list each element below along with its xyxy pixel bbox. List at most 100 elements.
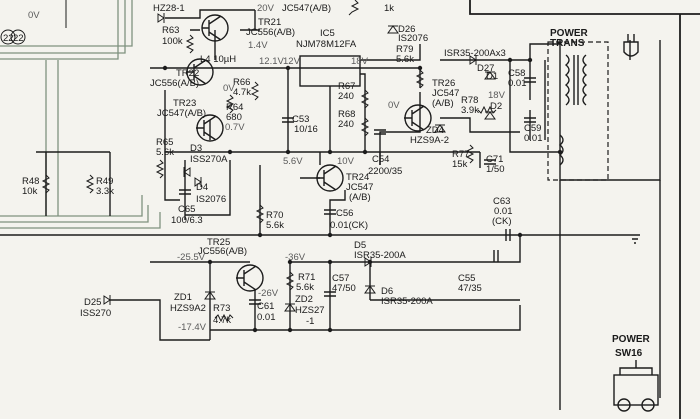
- r77-ref: R77: [452, 149, 469, 160]
- r65-ref: R65: [156, 137, 173, 148]
- d5-part: ISR35-200A: [354, 250, 406, 261]
- c53-ref: C53: [292, 114, 309, 125]
- r73-ref: R73: [213, 303, 230, 314]
- c61-ref: C61: [257, 301, 274, 312]
- voltage-top-0v: 0V: [28, 10, 40, 21]
- zd2-suffix: -1: [306, 316, 314, 327]
- tr22-ref: TR22: [176, 68, 199, 79]
- r49-val: 3.3k: [96, 186, 114, 197]
- voltage-minus-36v: -36V: [285, 252, 306, 263]
- r68-val: 240: [338, 119, 354, 130]
- d5-ref: D5: [354, 240, 366, 251]
- tr26-ref: TR26: [432, 78, 455, 89]
- c63-type: (CK): [492, 216, 512, 227]
- hz28-label: HZ28-1: [153, 3, 185, 14]
- d26-ref: D26: [398, 24, 415, 35]
- tr24-part-1: JC547: [346, 182, 373, 193]
- r67-val: 240: [338, 91, 354, 102]
- voltage-12v: 12V: [283, 56, 301, 67]
- tr24-part-2: (A/B): [349, 192, 371, 203]
- tr25-part: JC556(A/B): [198, 246, 247, 257]
- bus-number-2: 22: [13, 33, 24, 44]
- tr21-ref: TR21: [258, 17, 281, 28]
- c53-val: 10/16: [294, 124, 318, 135]
- c54-val: 2200/35: [368, 166, 402, 177]
- r48-val: 10k: [22, 186, 38, 197]
- zd1-part: HZS9A2: [170, 303, 206, 314]
- c65-ref: C65: [178, 204, 195, 215]
- tr23-part: JC547(A/B): [157, 108, 206, 119]
- voltage-1-4v: 1.4V: [248, 40, 268, 51]
- tr25-ref: TR25: [207, 237, 230, 248]
- voltage-minus-26v: -26V: [258, 288, 279, 299]
- zd4-ref: ZD4: [426, 125, 444, 136]
- voltage-0v-b: 0V: [388, 100, 400, 111]
- resistor-symbols: [41, 0, 497, 323]
- ground-icon: [630, 234, 640, 244]
- r66-ref: R66: [233, 77, 250, 88]
- bridge-label: ISR35-200Ax3: [444, 48, 506, 59]
- d6-ref: D6: [381, 286, 393, 297]
- r71-ref: R71: [298, 272, 315, 283]
- c56-ref: C56: [336, 208, 353, 219]
- labels: HZ28-1 JC547(A/B) 1k TR21 JC556(A/B) 20V…: [22, 3, 651, 359]
- r48-ref: R48: [22, 176, 39, 187]
- c54-ref: C54: [372, 154, 389, 165]
- zd1-ref: ZD1: [174, 292, 192, 303]
- power-trans-line1: POWER: [550, 28, 589, 39]
- c59-val: 0.01: [524, 133, 543, 144]
- d25-part: ISS270: [80, 308, 111, 319]
- c57-ref: C57: [332, 273, 349, 284]
- voltage-0v-a: 0V: [223, 83, 235, 94]
- bus-markers: 22 22 0V: [0, 10, 40, 45]
- tr26-part-1: JC547: [432, 88, 459, 99]
- tr24-ref: TR24: [346, 172, 369, 183]
- voltage-minus-25-5v: -25.5V: [177, 252, 206, 263]
- power-transformer: [547, 41, 609, 181]
- r70-ref: R70: [266, 210, 283, 221]
- ic5-part: NJM78M12FA: [296, 39, 357, 50]
- c63-val: 0.01: [494, 206, 513, 217]
- voltage-20v: 20V: [257, 3, 275, 14]
- r66-val: 4.7k: [233, 87, 251, 98]
- power-trans-line2: TRANS: [550, 38, 585, 49]
- voltage-minus-17-4v: -17.4V: [178, 322, 207, 333]
- zd2-ref: ZD2: [295, 294, 313, 305]
- c57-val: 47/50: [332, 283, 356, 294]
- voltage-18v-b: 18V: [488, 90, 506, 101]
- ic5-ref: IC5: [320, 28, 335, 39]
- d1-label: D1: [486, 71, 498, 82]
- r77-val: 15k: [452, 159, 468, 170]
- left-bus-lines: [0, 0, 161, 229]
- c63-ref: C63: [493, 196, 510, 207]
- voltage-0-7v: 0.7V: [225, 122, 245, 133]
- r67-ref: R67: [338, 81, 355, 92]
- l4-label: L4 10µH: [200, 54, 236, 65]
- c56-val: 0.01(CK): [330, 220, 368, 231]
- voltage-5-6v: 5.6V: [283, 156, 303, 167]
- d25-ref: D25: [84, 297, 101, 308]
- r65-val: 5.6k: [156, 147, 174, 158]
- r64-val: 680: [226, 112, 242, 123]
- c71-val: 1/50: [486, 164, 505, 175]
- zd2-part: HZS27: [295, 305, 325, 316]
- r78-val: 3.9k: [461, 105, 479, 116]
- r71-val: 5.6k: [296, 282, 314, 293]
- diode-symbols: [103, 13, 496, 312]
- power-switch-body: [613, 360, 659, 412]
- d26-part: IS2076: [398, 33, 428, 44]
- r73-val: 4.7k: [213, 315, 231, 326]
- tr23-ref: TR23: [173, 98, 196, 109]
- top-1k-label: 1k: [384, 3, 394, 14]
- r79-val: 5.6k: [396, 54, 414, 65]
- voltage-12-1v: 12.1V: [259, 56, 284, 67]
- power-switch-line2: SW16: [615, 348, 643, 359]
- capacitor-symbols: [179, 77, 536, 305]
- r68-ref: R68: [338, 109, 355, 120]
- r49-ref: R49: [96, 176, 113, 187]
- c65-val: 100/6.3: [171, 215, 203, 226]
- c71-ref: C71: [486, 154, 503, 165]
- d4-ref: D4: [196, 182, 208, 193]
- r79-ref: R79: [396, 44, 413, 55]
